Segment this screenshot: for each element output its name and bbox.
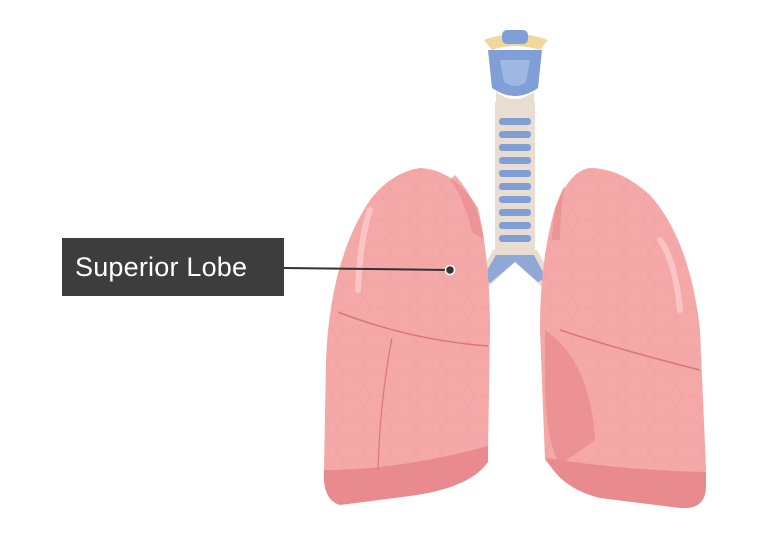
trachea [473, 100, 556, 292]
label-text: Superior Lobe [75, 251, 248, 282]
right-lung [323, 168, 490, 505]
left-lung [540, 168, 706, 509]
superior-lobe-label: Superior Lobe [62, 238, 284, 296]
label-leader [283, 264, 456, 276]
larynx [484, 30, 548, 109]
